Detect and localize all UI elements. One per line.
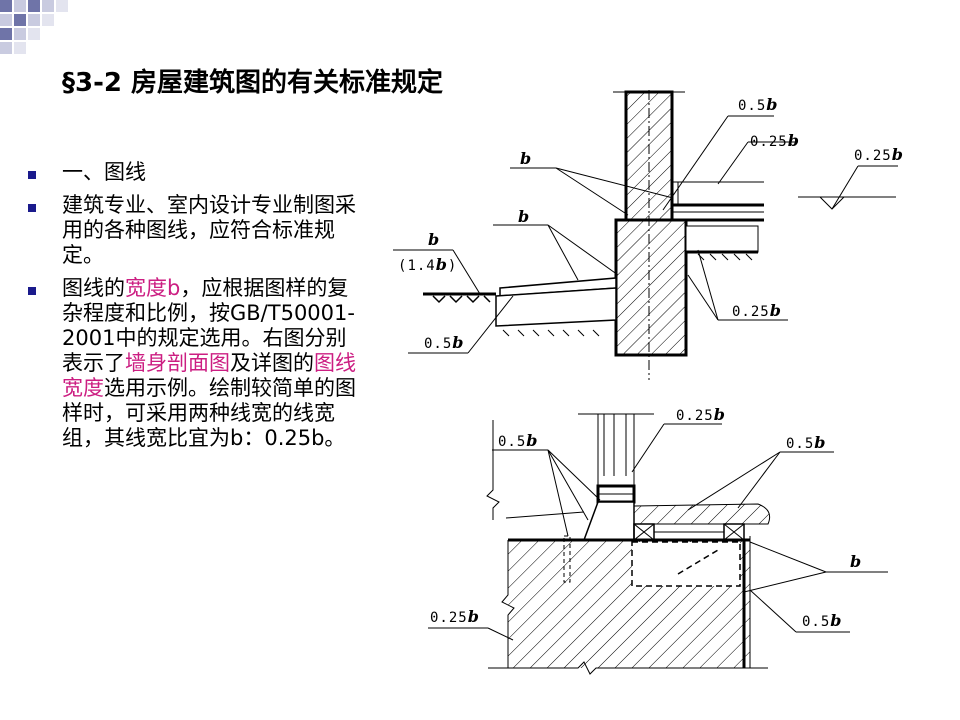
bullet-square-icon	[28, 204, 36, 212]
label-14b: (1.4b)	[398, 255, 457, 274]
leader-line	[631, 423, 665, 473]
label-025b: 0.25b	[676, 405, 726, 424]
leader-line	[547, 449, 601, 501]
label-05b: 0.5b	[738, 95, 778, 114]
leader-line	[487, 627, 514, 641]
wall-section-drawing: 0.5b 0.25b 0.25b b b b (1.4b) 0.5b 0.25b	[393, 90, 904, 380]
text-run: 选用示例。绘制较简单的图样时，可采用两种线宽的线宽组，其线宽比宜为b：0.25b…	[62, 376, 356, 450]
leader-line	[687, 274, 719, 321]
bullet-text: 图线的宽度b，应根据图样的复杂程度和比例，按GB/T50001-2001中的规定…	[62, 276, 362, 451]
bullet-item: 建筑专业、室内设计专业制图采用的各种图线，应符合标准规定。	[28, 193, 368, 268]
label-05b: 0.5b	[498, 431, 538, 450]
hidden-box	[631, 541, 741, 587]
leader-line	[749, 541, 827, 573]
deco-square	[56, 0, 68, 12]
label-05b: 0.5b	[802, 611, 842, 630]
decorative-squares	[0, 0, 68, 54]
hidden-line	[677, 549, 719, 575]
leader-line	[749, 589, 797, 633]
leader-line	[662, 115, 729, 211]
leader-line	[547, 449, 569, 537]
leader-line	[467, 295, 514, 354]
label-05b: 0.5b	[424, 333, 464, 352]
bullet-square-icon	[28, 287, 36, 295]
earth-mark	[697, 253, 753, 261]
text-run: 一、图线	[62, 160, 146, 184]
detail-drawing: 0.25b 0.5b 0.5b b 0.25b 0.5b	[428, 405, 888, 675]
break-line	[488, 661, 768, 675]
text-run: 及详图的	[230, 351, 314, 375]
text-run: 建筑专业、室内设计专业制图采用的各种图线，应符合标准规定。	[62, 193, 356, 267]
leader-line	[547, 449, 589, 521]
bullet-text: 建筑专业、室内设计专业制图采用的各种图线，应符合标准规定。	[62, 193, 362, 268]
label-025b: 0.25b	[430, 607, 480, 626]
leader-line	[555, 167, 674, 199]
deco-square	[0, 14, 12, 26]
foundation-wall	[614, 218, 688, 357]
break-line	[486, 420, 500, 520]
break-line	[501, 540, 515, 668]
leader-line	[717, 141, 749, 185]
apron-base	[495, 287, 617, 327]
deco-square	[0, 28, 12, 40]
text-run: ，应根据图样的复杂程度和比例，按GB/T50001-2001中的规定选用。右图分…	[62, 276, 355, 375]
label-025b: 0.25b	[750, 131, 800, 150]
highlight-run: 图线宽度	[62, 351, 356, 400]
bullet-item: 图线的宽度b，应根据图样的复杂程度和比例，按GB/T50001-2001中的规定…	[28, 276, 368, 451]
label-b: b	[520, 149, 531, 168]
wall-line	[505, 511, 585, 519]
window-frame	[597, 413, 635, 495]
leader-line	[555, 167, 629, 216]
highlight-run: 墙身剖面图	[125, 351, 230, 375]
line-width-drawing: 0.5b 0.25b 0.25b b b b (1.4b) 0.5b 0.25b	[393, 90, 904, 675]
anchor	[563, 535, 571, 583]
deco-square	[14, 0, 26, 12]
deco-square	[14, 14, 26, 26]
floor-joist-x	[633, 523, 655, 541]
slide-title: §3-2 房屋建筑图的有关标准规定	[62, 68, 444, 98]
deco-square	[28, 14, 40, 26]
earth-mark	[432, 295, 491, 304]
label-b: b	[428, 230, 439, 249]
leader-line	[547, 224, 579, 281]
elevation-triangle	[818, 196, 846, 210]
deco-square	[42, 0, 54, 12]
label-05b: 0.5b	[786, 433, 826, 452]
deco-square	[28, 0, 40, 12]
floor-finish	[633, 503, 771, 525]
deco-square	[14, 42, 26, 54]
leader-line	[547, 224, 619, 276]
label-025b: 0.25b	[732, 301, 782, 320]
leader-line	[743, 571, 827, 593]
ground-slab	[685, 225, 759, 253]
earth-mark	[502, 329, 600, 337]
label-b: b	[850, 552, 861, 571]
leader-line	[831, 165, 859, 210]
leader-line	[737, 451, 781, 509]
bullet-list: 一、图线 建筑专业、室内设计专业制图采用的各种图线，应符合标准规定。 图线的宽度…	[28, 160, 368, 459]
bullet-text: 一、图线	[62, 160, 362, 185]
deco-square	[42, 14, 54, 26]
deco-square	[0, 0, 12, 12]
label-025b: 0.25b	[854, 145, 904, 164]
text-run: 图线的	[62, 276, 125, 300]
deco-square	[0, 42, 12, 54]
label-b: b	[518, 207, 529, 226]
leader-line	[452, 249, 481, 295]
deco-square	[14, 28, 26, 40]
floor-joist-x	[723, 523, 745, 541]
leader-line	[687, 451, 781, 511]
highlight-run: 宽度b	[125, 276, 181, 300]
bullet-square-icon	[28, 171, 36, 179]
sill-stone	[582, 501, 635, 541]
bullet-item: 一、图线	[28, 160, 368, 185]
deco-square	[28, 28, 40, 40]
leader-line	[697, 249, 719, 321]
